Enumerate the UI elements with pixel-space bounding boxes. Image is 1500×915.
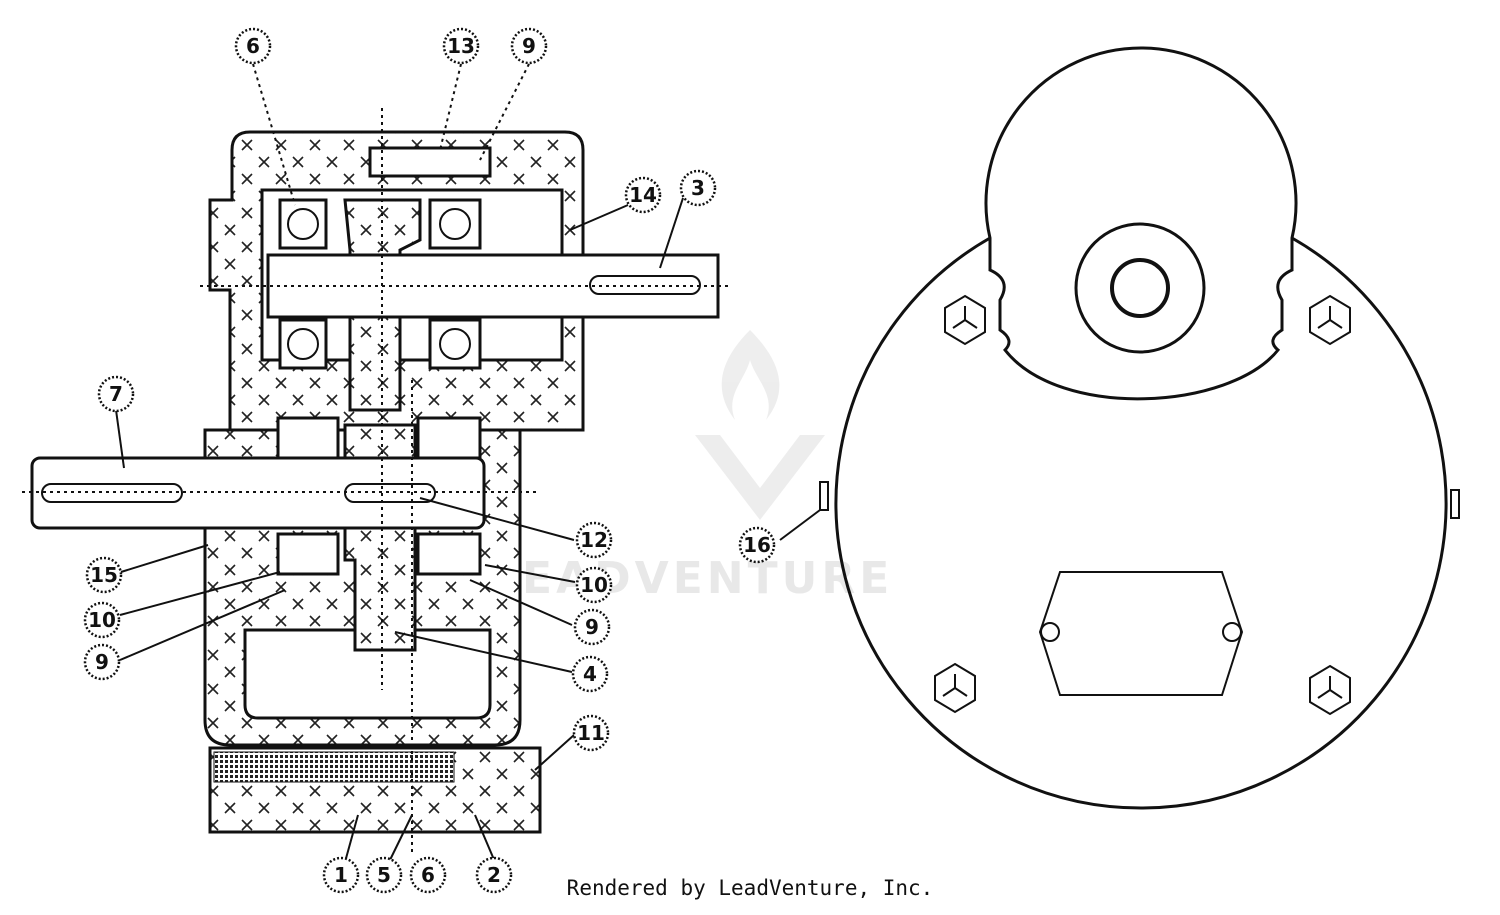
bolt-lower-left-icon bbox=[934, 662, 976, 714]
svg-text:11: 11 bbox=[577, 721, 605, 745]
callout-15[interactable]: 15 bbox=[85, 556, 123, 594]
svg-text:1: 1 bbox=[334, 863, 348, 887]
svg-text:4: 4 bbox=[583, 662, 597, 686]
svg-text:5: 5 bbox=[377, 863, 391, 887]
callout-8-top[interactable]: 6 bbox=[234, 27, 272, 65]
housing-outline bbox=[834, 236, 1448, 810]
callout-5[interactable]: 5 bbox=[365, 856, 403, 894]
svg-text:6: 6 bbox=[246, 34, 260, 58]
footer-credit: Rendered by LeadVenture, Inc. bbox=[566, 876, 934, 900]
svg-text:15: 15 bbox=[90, 563, 118, 587]
callout-3[interactable]: 3 bbox=[679, 169, 717, 207]
callout-9-left[interactable]: 9 bbox=[83, 643, 121, 681]
upper-bearings bbox=[278, 198, 482, 370]
gearbox-cross-section bbox=[22, 108, 728, 855]
bolt-upper-right-icon bbox=[1309, 294, 1351, 346]
output-shaft bbox=[1110, 258, 1170, 318]
v-logo-icon bbox=[695, 435, 825, 520]
lower-shaft bbox=[22, 456, 540, 530]
gearbox-end-view bbox=[819, 46, 1460, 810]
inspection-plate bbox=[1038, 571, 1244, 696]
bolt-lower-right-icon bbox=[1309, 664, 1351, 716]
svg-text:16: 16 bbox=[743, 533, 771, 557]
svg-text:10: 10 bbox=[580, 573, 608, 597]
callout-9-top[interactable]: 9 bbox=[510, 27, 548, 65]
lower-bearings bbox=[276, 416, 482, 576]
svg-text:9: 9 bbox=[95, 650, 109, 674]
svg-text:2: 2 bbox=[487, 863, 501, 887]
bottom-gear-teeth bbox=[213, 751, 455, 783]
top-bore bbox=[368, 146, 492, 178]
top-lobe bbox=[984, 46, 1298, 401]
lower-cavity bbox=[243, 628, 492, 720]
bolt-upper-left-icon bbox=[944, 294, 986, 346]
svg-text:13: 13 bbox=[447, 34, 475, 58]
callout-13[interactable]: 13 bbox=[442, 27, 480, 65]
svg-text:7: 7 bbox=[109, 382, 123, 406]
callout-9-right[interactable]: 9 bbox=[573, 608, 611, 646]
upper-shaft bbox=[200, 253, 728, 319]
callout-14[interactable]: 14 bbox=[624, 176, 662, 214]
flame-logo-icon bbox=[721, 330, 780, 420]
svg-text:6: 6 bbox=[421, 863, 435, 887]
svg-text:9: 9 bbox=[522, 34, 536, 58]
watermark-text: LEADVENTURE bbox=[490, 553, 893, 604]
svg-text:9: 9 bbox=[585, 615, 599, 639]
callout-12[interactable]: 12 bbox=[575, 521, 613, 559]
leader-lines bbox=[115, 63, 821, 863]
callout-7[interactable]: 7 bbox=[97, 375, 135, 413]
callout-4[interactable]: 4 bbox=[571, 655, 609, 693]
callout-2[interactable]: 2 bbox=[475, 856, 513, 894]
callout-1[interactable]: 1 bbox=[322, 856, 360, 894]
callout-6[interactable]: 6 bbox=[409, 856, 447, 894]
callout-11[interactable]: 11 bbox=[572, 714, 610, 752]
svg-text:10: 10 bbox=[88, 608, 116, 632]
callout-16[interactable]: 16 bbox=[738, 526, 776, 564]
svg-text:12: 12 bbox=[580, 528, 608, 552]
svg-text:14: 14 bbox=[629, 183, 657, 207]
callout-10-left[interactable]: 10 bbox=[83, 601, 121, 639]
svg-text:3: 3 bbox=[691, 176, 705, 200]
callouts: 6 13 9 14 3 7 12 15 10 10 9 9 4 11 16 1 … bbox=[83, 27, 776, 894]
callout-10-right[interactable]: 10 bbox=[575, 566, 613, 604]
output-shaft-boss bbox=[1074, 222, 1206, 354]
